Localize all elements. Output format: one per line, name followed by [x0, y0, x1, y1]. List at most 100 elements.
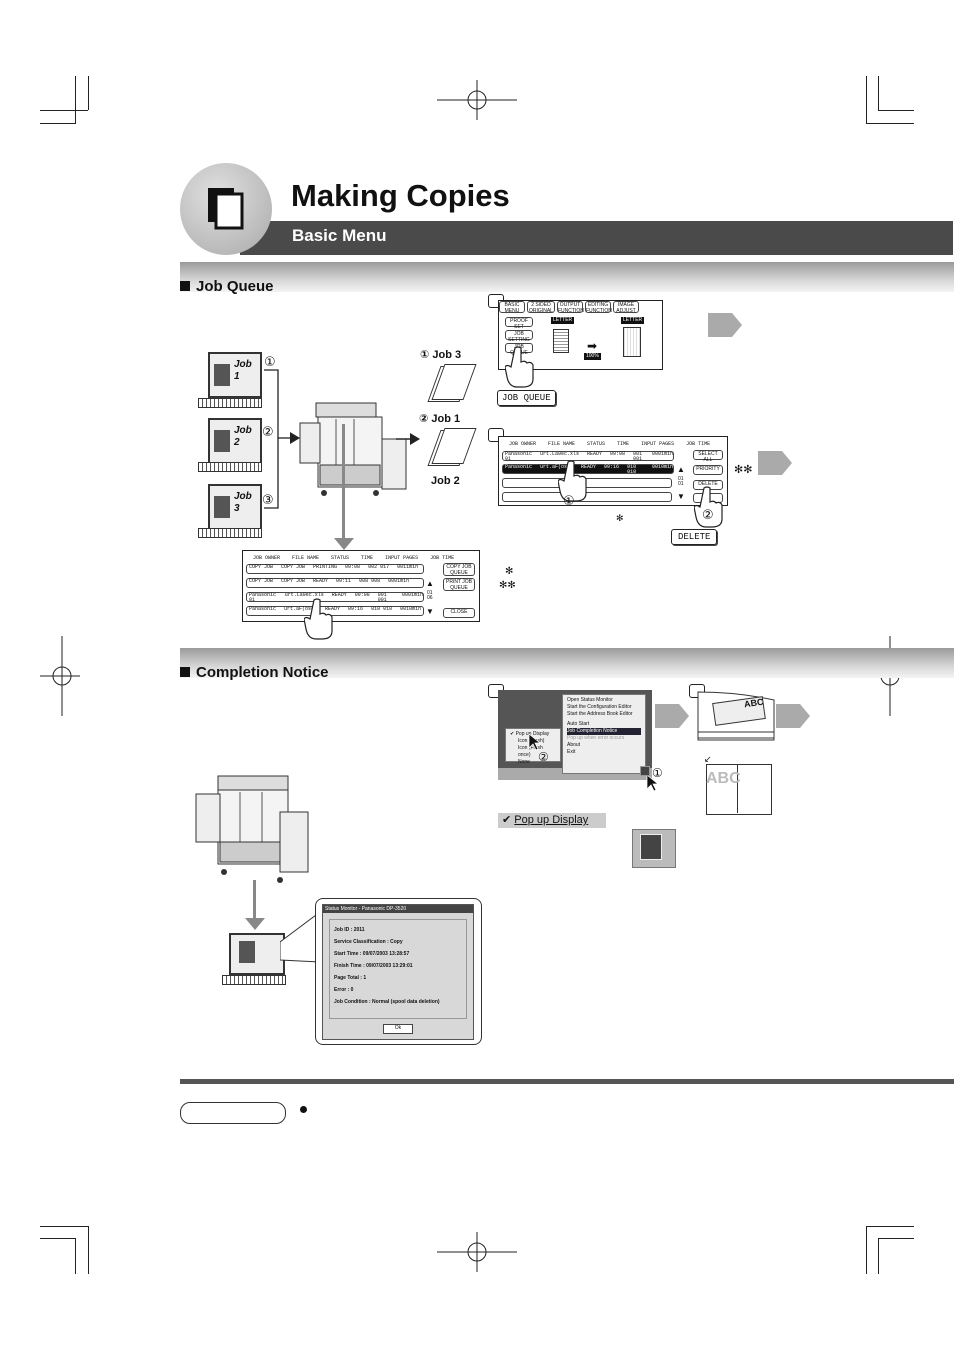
- tab-image-adjust[interactable]: IMAGE ADJUST: [613, 301, 639, 314]
- menu-item[interactable]: Open Status Monitor: [567, 697, 613, 703]
- marker-1: ①: [264, 354, 276, 369]
- section-bar-job-queue: [180, 262, 954, 292]
- paper-size-left: LETTER: [551, 317, 575, 324]
- copy-pages-icon: [208, 188, 244, 230]
- crop-mark: [878, 1238, 879, 1274]
- menu-item-highlighted[interactable]: Job Completion Notice: [567, 728, 641, 735]
- marker-2: ②: [262, 424, 274, 439]
- submenu-item[interactable]: None: [518, 759, 530, 765]
- table-row[interactable]: [502, 478, 672, 488]
- crop-mark: [88, 76, 89, 110]
- job-id: Job ID : 2011: [334, 927, 365, 933]
- table-header: JOB OWNER FILE NAME STATUS TIME INPUT PA…: [509, 441, 711, 447]
- crop-mark: [75, 1238, 76, 1274]
- original-icon: [553, 329, 569, 353]
- menu-item[interactable]: Exit: [567, 749, 576, 755]
- copier-machine-icon: [195, 775, 309, 883]
- footnote-marker-1: ✻: [505, 566, 514, 577]
- dialog-title: Status Monitor - Panasonic DP-3520: [323, 905, 473, 913]
- marker-1: ①: [563, 493, 575, 508]
- output-label-job3: ① Job 3: [420, 349, 462, 361]
- document-feeder-icon: [697, 691, 775, 741]
- arrow-icon: ➡: [587, 339, 598, 353]
- table-row[interactable]: [502, 492, 672, 502]
- page-indicator: 01 06: [427, 590, 433, 601]
- crop-mark: [866, 76, 867, 124]
- select-all-button[interactable]: SELECT ALL: [693, 450, 723, 463]
- cursor-icon: [646, 775, 659, 792]
- delete-note-marker: ✻: [616, 513, 624, 523]
- job-setting-button[interactable]: JOB SETTING: [505, 330, 533, 343]
- registration-mark: [40, 636, 80, 716]
- submenu-item[interactable]: Icon (Flash once): [518, 745, 543, 758]
- marker-2: ②: [538, 750, 549, 764]
- crop-mark: [866, 1226, 867, 1274]
- tray-icon: [640, 766, 650, 776]
- job-condition: Job Condition : Normal (spool data delet…: [334, 999, 440, 1005]
- arrow-right: [396, 433, 420, 445]
- output-sheet: [706, 764, 772, 815]
- crop-mark: [866, 1226, 914, 1227]
- copy-job-queue-button[interactable]: COPY JOB QUEUE: [443, 563, 475, 576]
- scroll-down-icon[interactable]: ▼: [677, 492, 685, 501]
- bullet-icon: [300, 1106, 307, 1113]
- hand-pointer-icon: [304, 598, 333, 640]
- next-step-arrow: [655, 704, 689, 728]
- arrow-down-head: [245, 918, 265, 930]
- pop-up-display-item[interactable]: ✔ Pop up Display: [498, 813, 606, 828]
- page-subtitle: Basic Menu: [292, 226, 387, 245]
- table-header: JOB OWNER FILE NAME STATUS TIME INPUT PA…: [253, 555, 455, 561]
- menu-item[interactable]: Pop up when error occurs: [567, 735, 625, 741]
- tab-output-function[interactable]: OUTPUT FUNCTION: [557, 301, 584, 314]
- submenu-item[interactable]: ✔ Pop up Display: [510, 731, 550, 737]
- section-title-completion: Completion Notice: [180, 664, 329, 681]
- hand-pointer-icon: [694, 486, 723, 528]
- keyboard: [198, 528, 262, 538]
- arrow-down: [342, 424, 345, 542]
- marker-1: ①: [652, 766, 663, 780]
- scroll-up-icon[interactable]: ▲: [426, 579, 434, 588]
- next-step-arrow: [776, 704, 810, 728]
- priority-button[interactable]: PRIORITY: [693, 465, 723, 475]
- proof-set-button[interactable]: PROOF SET: [505, 317, 533, 330]
- job-queue-callout: JOB QUEUE: [497, 390, 556, 406]
- hand-pointer-icon: [558, 460, 587, 502]
- page-indicator: 01 01: [678, 476, 684, 487]
- menu-item[interactable]: Start the Configuration Editor: [567, 704, 632, 710]
- next-step-arrow: [708, 313, 742, 337]
- scroll-up-icon[interactable]: ▲: [677, 465, 685, 474]
- tab-editing-function[interactable]: EDITING FUNCTION: [585, 301, 612, 314]
- ok-button[interactable]: Ok: [383, 1024, 413, 1034]
- keyboard: [198, 398, 262, 408]
- monitor: [229, 933, 285, 975]
- tab-2-sided-original[interactable]: 2 SIDED ORIGINAL: [527, 301, 555, 314]
- status-dialog: Status Monitor - Panasonic DP-3520 Job I…: [322, 904, 474, 1040]
- mirrored-abc: ABC: [706, 770, 741, 787]
- scroll-down-icon[interactable]: ▼: [426, 607, 434, 616]
- menu-item[interactable]: About: [567, 742, 581, 748]
- menu-item[interactable]: Auto Start: [567, 721, 590, 727]
- tab-basic-menu[interactable]: BASIC MENU: [499, 301, 525, 314]
- menu-item[interactable]: Start the Address Book Editor: [567, 711, 633, 717]
- note-badge: [180, 1102, 286, 1124]
- job-queue-select-screen: JOB OWNER FILE NAME STATUS TIME INPUT PA…: [498, 436, 728, 506]
- delete-callout: DELETE: [671, 529, 718, 545]
- crop-mark: [878, 76, 879, 110]
- print-job-queue-button[interactable]: PRINT JOB QUEUE: [443, 578, 475, 591]
- close-button[interactable]: CLOSE: [443, 608, 475, 618]
- status-icon: [640, 834, 662, 860]
- bottom-rule: [180, 1079, 954, 1084]
- footnote-marker-2: ✻✻: [499, 580, 516, 591]
- header-bar: [240, 221, 953, 255]
- copy-paper-icon: [623, 327, 641, 357]
- start-time: Start Time : 09/07/2003 13:28:57: [334, 951, 410, 957]
- registration-mark: [437, 80, 517, 120]
